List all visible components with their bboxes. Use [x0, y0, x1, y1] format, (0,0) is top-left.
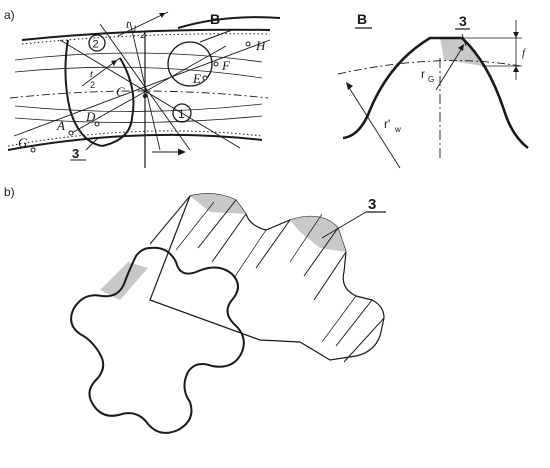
- leader-3-a: [85, 137, 99, 151]
- gear-one-circle: [172, 103, 192, 123]
- edge-fine-1: [175, 201, 215, 251]
- edge-2: [197, 199, 237, 249]
- curve-lower-thin: [14, 115, 263, 123]
- tooth-profile-left: [64, 39, 103, 147]
- edge-fine-4: [321, 295, 357, 343]
- line-diag-4: [69, 45, 227, 135]
- tooth-profile-mid: [101, 57, 135, 147]
- radius-rw: [347, 85, 401, 169]
- edge-4: [255, 219, 291, 269]
- curve-upper-thin: [14, 52, 263, 63]
- radius-rG-arrow: [458, 44, 464, 51]
- label-t-sub: 1: [133, 24, 137, 33]
- shade-left-land: [100, 262, 148, 300]
- label-gear-one: 1: [178, 107, 185, 121]
- label-t-left-denominator: 2: [90, 80, 95, 90]
- label-rw: r': [384, 117, 390, 131]
- leader-3-c: [321, 211, 367, 239]
- label-B: B: [210, 11, 220, 27]
- label-rw-sub: w: [394, 125, 401, 134]
- dim-t-upper-arrow: [159, 13, 165, 18]
- label-f: f: [522, 47, 527, 59]
- curve-lower-thin-2: [14, 103, 263, 112]
- pitch-arc: [337, 60, 521, 75]
- point-G: [30, 147, 36, 153]
- pitch-line: [9, 90, 269, 99]
- label-t: t: [126, 17, 130, 31]
- shade-top-land-1: [190, 193, 246, 214]
- upper-rim-hatch: [21, 33, 271, 45]
- detail-B: B 3 f r G r' w: [337, 11, 529, 169]
- edge-5: [303, 227, 339, 277]
- label-G: G: [18, 135, 28, 150]
- leader-3-b: [461, 33, 467, 47]
- edge-fine-3: [289, 213, 323, 263]
- edge-7: [335, 299, 373, 347]
- label-gear-two: 2: [93, 39, 99, 51]
- tip-shade: [440, 38, 482, 66]
- label-D: D: [85, 109, 96, 124]
- point-E: [202, 75, 208, 81]
- upper-rim: [21, 28, 271, 41]
- label-A: A: [56, 118, 65, 133]
- dim-f-arrow-top: [513, 32, 519, 38]
- leader-B: [199, 29, 233, 43]
- edge-1: [149, 195, 191, 245]
- radius-rw-arrow: [346, 82, 353, 90]
- label-rG: r: [421, 67, 425, 81]
- panel-a: a): [4, 8, 281, 168]
- label-t-denominator: 2: [140, 30, 146, 41]
- label-t-left: t: [90, 68, 94, 80]
- label-C: C: [116, 84, 125, 99]
- point-H: [245, 41, 251, 47]
- label-F: F: [221, 58, 231, 73]
- dim-f-arrow-bottom: [513, 66, 519, 72]
- detail-B-title: B: [357, 11, 367, 27]
- dim-t-upper: [117, 11, 169, 37]
- upper-right-rim: [177, 16, 281, 29]
- line-G-H: [13, 39, 271, 137]
- tooth-profile: [342, 36, 529, 150]
- panel-b: b) 3: [4, 185, 386, 434]
- label-E: E: [192, 71, 201, 86]
- edge-fine-2: [233, 229, 267, 279]
- panel-b-callout-3: 3: [368, 196, 376, 213]
- radius-rG: [435, 47, 463, 91]
- edge-6: [313, 251, 347, 301]
- lower-rim: [7, 133, 263, 151]
- panel-a-label: a): [4, 8, 15, 22]
- detail-circle-B: [167, 41, 213, 87]
- point-F: [213, 61, 219, 67]
- dim-t-left-arrow: [111, 60, 117, 66]
- label-3: 3: [72, 146, 79, 161]
- point-D: [94, 121, 100, 127]
- edge-8: [343, 317, 385, 363]
- detail-B-callout-3: 3: [459, 13, 467, 29]
- curve-upper-thin-2: [14, 66, 263, 79]
- panel-b-label: b): [4, 185, 15, 199]
- gear-front-face: [70, 246, 245, 434]
- shade-top-land-2: [290, 216, 346, 252]
- edge-3: [211, 213, 247, 263]
- label-rG-sub: G: [428, 75, 434, 84]
- point-A: [68, 130, 74, 136]
- point-C: [142, 93, 148, 99]
- gear-two-circle: [88, 34, 106, 52]
- gear-back: [149, 193, 385, 361]
- motion-arrow-head: [178, 148, 186, 156]
- label-H: H: [255, 38, 266, 53]
